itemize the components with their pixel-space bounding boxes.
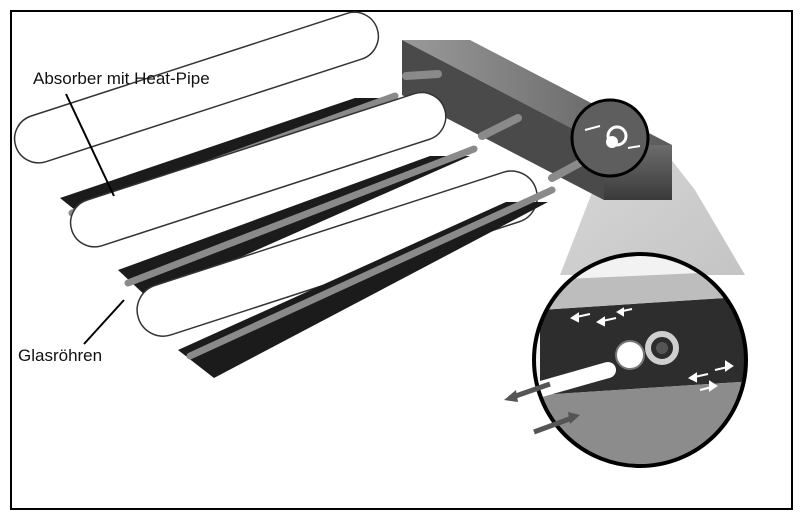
heat-pipe-2 <box>124 145 478 287</box>
flow-arrows <box>570 307 734 392</box>
absorber-plate-2 <box>118 156 470 298</box>
absorber-plate-3 <box>178 202 548 378</box>
condenser-ring <box>645 331 679 365</box>
heat-pipe-connector-2 <box>478 114 522 140</box>
water-flow-arrows <box>504 381 580 435</box>
detail-circle-small <box>570 98 650 178</box>
absorber-leader-line <box>65 93 115 197</box>
heat-pipe-connector-1 <box>402 70 442 80</box>
glass-tubes-label: Glasröhren <box>18 346 102 365</box>
magnified-detail <box>504 252 748 468</box>
glass-tube-3 <box>136 148 604 378</box>
glass-tube-outline-1 <box>13 11 380 164</box>
absorber-label: Absorber mit Heat-Pipe <box>33 69 210 88</box>
heat-pipe-3 <box>186 186 556 360</box>
glass-tubes-leader-line <box>83 299 125 345</box>
glass-tube-2 <box>69 91 522 298</box>
glass-tube-outline-2 <box>69 91 447 248</box>
